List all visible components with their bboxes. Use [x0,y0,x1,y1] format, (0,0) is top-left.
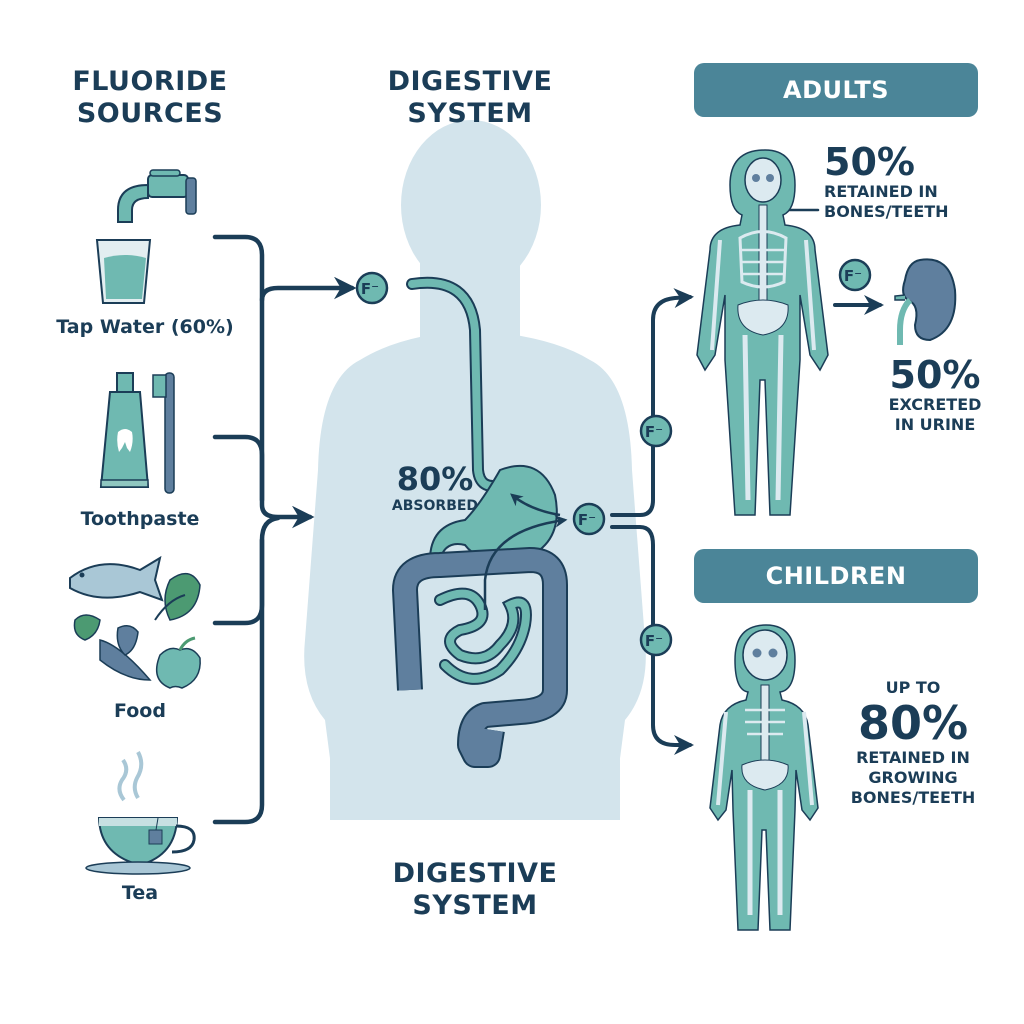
teacup-icon [85,751,196,875]
adult-skeleton-figure [696,149,829,516]
stomach [428,465,558,573]
absorption-stat: 80% ABSORBED [391,460,479,514]
toothpaste-toothbrush-icon [99,372,175,494]
adults-excreted-stat: 50% EXCRETED IN URINE [888,353,982,434]
adults-retained-stat: 50% RETAINED IN BONES/TEETH [824,140,949,221]
kidney-icon [894,258,957,345]
svg-text:F⁻: F⁻ [645,423,663,441]
svg-text:F⁻: F⁻ [361,280,379,298]
digestive-heading-bottom: DIGESTIVE SYSTEM [392,858,558,921]
sources-heading: FLUORIDE SOURCES [72,66,228,129]
source-label-food: Food [114,700,166,722]
fluoride-ion-markers [355,258,872,657]
svg-text:F⁻: F⁻ [645,632,663,650]
source-label-tea: Tea [121,882,159,904]
fish-vegetables-icon [69,555,201,689]
source-label-toothpaste: Toothpaste [80,508,200,530]
svg-text:F⁻: F⁻ [844,267,862,285]
children-retained-stat: UP TO 80% RETAINED IN GROWING BONES/TEET… [850,678,976,807]
adults-badge: ADULTS [694,63,978,117]
svg-text:F⁻: F⁻ [578,511,596,529]
faucet-glass-icon [95,169,197,304]
source-connectors [212,234,357,825]
source-label-tap-water: Tap Water (60%) [56,316,234,338]
children-badge: CHILDREN [694,549,978,603]
digestive-heading-top: DIGESTIVE SYSTEM [387,66,553,129]
child-skeleton-figure [709,624,819,931]
